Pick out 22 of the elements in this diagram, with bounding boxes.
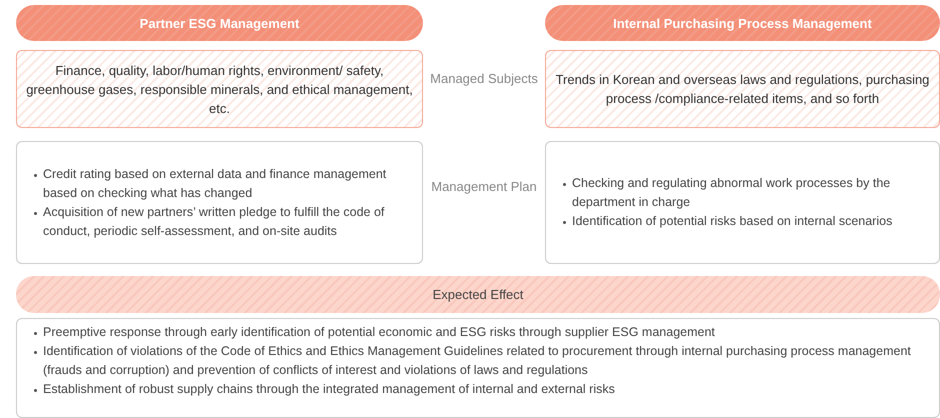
header-band xyxy=(16,5,423,41)
row-label: Management Plan xyxy=(430,178,538,196)
heading-text: Partner ESG Management xyxy=(140,16,300,30)
bullet-text: Identification of potential risks based on internal scenarios xyxy=(572,214,892,228)
bullet-text: Checking and regulating abnormal work processes by the department in charge xyxy=(572,176,890,209)
effect-box xyxy=(16,318,940,418)
heading-text: Expected Effect xyxy=(432,287,524,302)
bullet-text: Acquisition of new partners’ written pledge to fulfill the code of conduct, periodic self-assessment, and on-site audits xyxy=(43,204,384,238)
bullet-text: Credit rating based on external data and finance management based on checking what has changed xyxy=(43,166,386,200)
subject-box xyxy=(545,50,940,128)
bullet-text: Establishment of robust supply chains through the integrated management of internal and external risks xyxy=(43,382,615,396)
bullet-text: Identification of violations of the Code of Ethics and Ethics Management Guidelines related to procurement through internal purchasing process management (frauds and corruption) and prevention of conflicts of interest and violations of laws and regulations xyxy=(43,344,911,377)
section-band xyxy=(16,276,940,313)
bullet-text: Preemptive response through early identification of potential economic and ESG risks through supplier ESG management xyxy=(43,325,715,339)
subject-text: Trends in Korean and overseas laws and regulations, purchasing process /compliance-related items, and so forth xyxy=(554,71,930,108)
plan-box xyxy=(16,141,423,264)
row-label: Managed Subjects xyxy=(429,70,539,88)
subject-text: Finance, quality, labor/human rights, environment/ safety, greenhouse gases, responsible minerals, and ethical management, etc. xyxy=(25,62,414,118)
subject-box xyxy=(16,50,423,128)
plan-box xyxy=(545,141,940,264)
heading-text: Internal Purchasing Process Management xyxy=(613,16,872,30)
header-band xyxy=(545,5,940,41)
